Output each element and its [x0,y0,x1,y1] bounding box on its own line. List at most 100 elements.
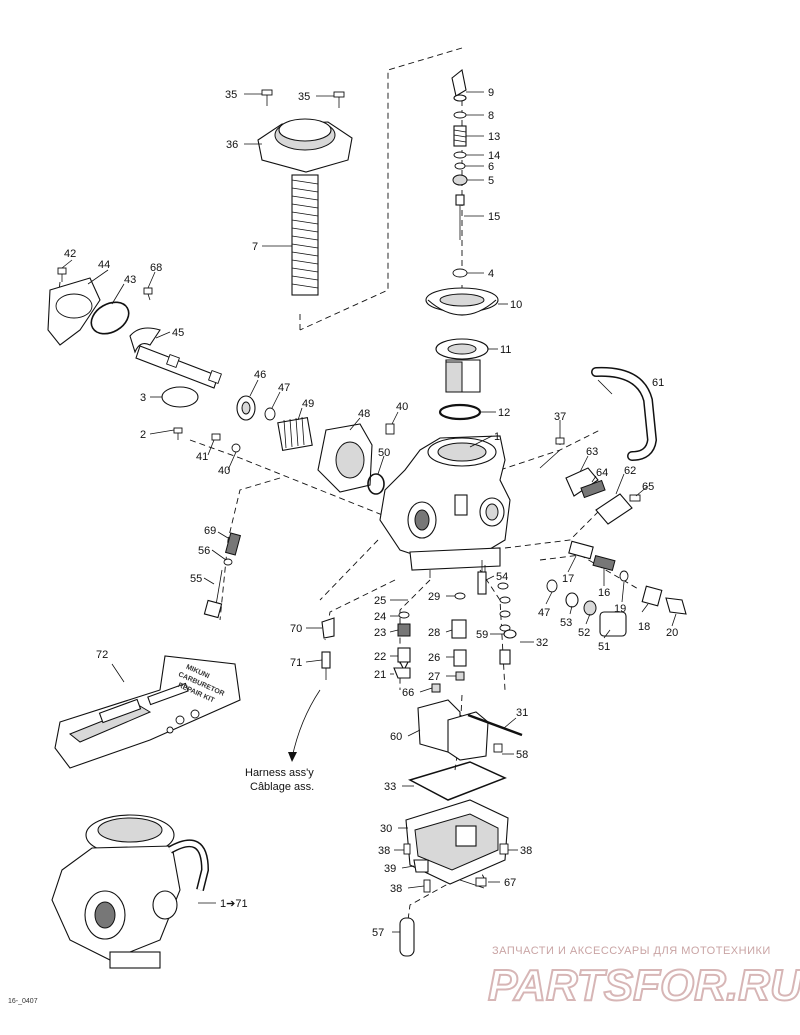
e-ring-6-icon [454,162,466,170]
label-58: 58 [516,749,528,761]
retainer-5-icon [452,174,468,186]
label-46: 46 [254,369,266,381]
bushing-40b-icon [385,423,395,435]
label-47b: 47 [538,607,550,619]
label-25: 25 [374,595,386,607]
label-11: 11 [500,344,511,356]
diaphragm-10-icon [425,287,499,316]
pilot-screw-55-icon [203,569,223,619]
washer-47a-icon [264,407,276,421]
label-12: 12 [498,407,510,419]
screw-42-icon [57,267,67,282]
label-70: 70 [290,623,302,635]
needle-clip-9-icon [451,69,467,102]
top-cover-36-icon [257,118,353,173]
leader-lines [61,91,677,933]
label-69: 69 [204,525,216,537]
label-40a: 40 [218,465,230,477]
label-13: 13 [488,131,500,143]
label-63: 63 [586,446,598,458]
label-19: 19 [614,603,626,615]
screw-65-icon [629,494,641,502]
label-31: 31 [516,707,528,719]
label-52: 52 [578,627,590,639]
label-67: 67 [504,877,516,889]
sensor-71-icon [321,651,331,680]
washer-14-icon [453,151,467,159]
drain-tube-57-icon [399,917,415,957]
o-ring-32a-icon [497,582,509,590]
spring-64-icon [580,479,606,499]
label-64: 64 [596,467,608,479]
label-assembly-ref: 1➔71 [220,898,248,910]
harness-note-line1: Harness ass'y [245,767,314,779]
plug-59-icon [503,629,517,639]
throttle-valve-3-icon [161,386,199,408]
screw-38c-icon [423,879,431,893]
jet-66-icon [431,683,441,693]
gasket-33-icon [408,761,507,801]
screw-38a-icon [403,843,411,855]
o-ring-32b-icon [499,596,511,604]
label-68: 68 [150,262,162,274]
o-ring-43-icon [90,301,130,335]
label-17: 17 [562,573,574,585]
jet-32e-icon [499,649,511,665]
label-61: 61 [652,377,664,389]
label-51: 51 [598,641,610,653]
watermark-caption: ЗАПЧАСТИ И АКСЕССУАРЫ ДЛЯ МОТОТЕХНИКИ [492,945,771,957]
washer-4-icon [452,268,468,278]
label-10: 10 [510,299,522,311]
spring-23-icon [397,623,411,637]
o-ring-12-icon [438,403,482,421]
label-43: 43 [124,274,136,286]
needle-valve-22-icon [397,647,411,672]
label-57: 57 [372,927,384,939]
label-49: 49 [302,398,314,410]
cover-48-icon [317,423,373,493]
label-65: 65 [642,481,654,493]
label-20: 20 [666,627,678,639]
label-26: 26 [428,652,440,664]
repair-kit-72-icon [54,655,241,769]
label-8: 8 [488,110,494,122]
float-bowl-30-icon [405,799,509,885]
jet-needle-15-icon [455,194,465,240]
nut-18-icon [641,585,663,607]
label-72: 72 [96,649,108,661]
label-33: 33 [384,781,396,793]
label-18: 18 [638,621,650,633]
label-41: 41 [196,451,208,463]
label-30: 30 [380,823,392,835]
o-ring-24-icon [398,611,410,619]
label-54: 54 [496,571,508,583]
label-24: 24 [374,611,386,623]
label-32: 32 [536,637,548,649]
gasket-44-icon [47,277,101,346]
label-44: 44 [98,259,110,271]
screw-35b-icon [333,91,345,108]
label-27: 27 [428,671,440,683]
label-1: 1 [494,431,500,443]
clamp-39-icon [413,859,429,873]
part-number-labels: 35 35 36 7 9 8 13 14 6 5 15 4 10 11 12 1… [64,87,678,939]
screw-58-icon [493,743,503,753]
label-36: 36 [226,139,238,151]
spring-7-icon [291,174,319,296]
plunger-17-icon [568,540,594,560]
washer-8-icon [453,111,467,119]
label-9: 9 [488,87,494,99]
spring-49-icon [277,416,313,452]
label-48: 48 [358,408,370,420]
label-29: 29 [428,591,440,603]
screw-2-icon [173,427,183,440]
screw-38b-icon [499,843,509,855]
o-ring-32c-icon [499,610,511,618]
label-28: 28 [428,627,440,639]
label-40b: 40 [396,401,408,413]
label-22: 22 [374,651,386,663]
spring-13-icon [453,125,467,147]
label-62: 62 [624,465,636,477]
o-ring-29-icon [454,592,466,600]
